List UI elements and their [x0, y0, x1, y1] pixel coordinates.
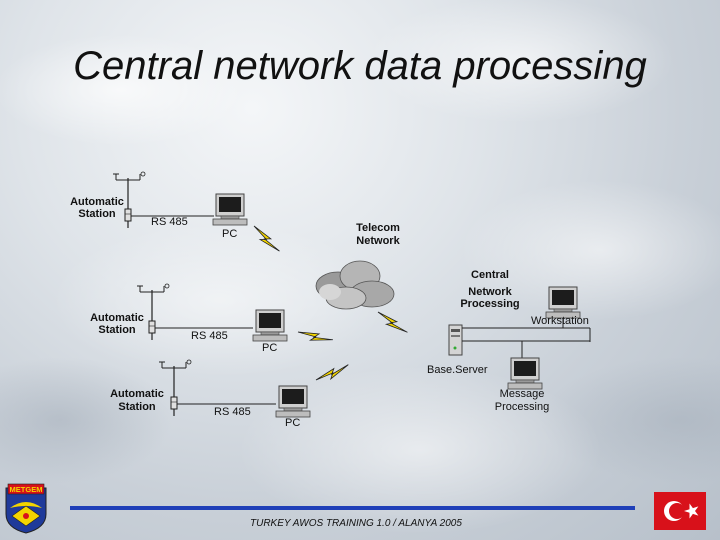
footer-divider [70, 506, 635, 510]
station-2-label-line1: Automatic [90, 312, 144, 324]
station-3-link-label: RS 485 [214, 406, 251, 418]
svg-text:METGEM: METGEM [10, 485, 43, 494]
pc-3-icon [275, 385, 311, 418]
turkish-flag-icon [654, 492, 706, 530]
station-1-link-label: RS 485 [151, 216, 188, 228]
pc-1-icon [212, 193, 248, 226]
station-3-label-line2: Station [118, 401, 156, 413]
footer-text: TURKEY AWOS TRAINING 1.0 / ALANYA 2005 [250, 518, 462, 529]
automatic-station-1: Automatic Station RS 485 PC [70, 171, 248, 240]
station-1-label-line2: Station [78, 208, 116, 220]
station-3-label-line1: Automatic [110, 388, 164, 400]
pc-2-icon [252, 309, 288, 342]
message-processing-icon [507, 357, 543, 390]
automatic-station-2: Automatic Station RS 485 PC [90, 283, 288, 354]
station-1-label-line1: Automatic [70, 196, 124, 208]
automatic-station-3: Automatic Station RS 485 PC [110, 359, 311, 429]
wireless-link-2-icon [297, 323, 334, 348]
slide-title: Central network data processing [73, 44, 647, 88]
workstation-label: Workstation [531, 315, 589, 327]
pc-1-label: PC [222, 228, 237, 240]
wireless-link-4-icon [375, 311, 411, 333]
station-2-link-label: RS 485 [191, 330, 228, 342]
message-label-line2: Processing [495, 401, 549, 413]
telecom-label-line1: Telecom [356, 222, 400, 234]
wireless-link-1-icon [248, 225, 285, 252]
telecom-label-line2: Network [356, 235, 400, 247]
central-label-line2: Network [468, 286, 512, 298]
central-label-line3: Processing [460, 298, 519, 310]
base-server-icon [448, 324, 463, 356]
workstation-icon [545, 286, 581, 319]
wireless-link-3-icon [315, 354, 349, 391]
metgem-logo-icon: METGEM [5, 483, 47, 534]
telecom-cloud-icon [315, 260, 395, 310]
pc-3-label: PC [285, 417, 300, 429]
base-server-label: Base.Server [427, 364, 488, 376]
pc-2-label: PC [262, 342, 277, 354]
station-2-label-line2: Station [98, 324, 136, 336]
message-label-line1: Message [500, 388, 545, 400]
central-label-line1: Central [471, 269, 509, 281]
